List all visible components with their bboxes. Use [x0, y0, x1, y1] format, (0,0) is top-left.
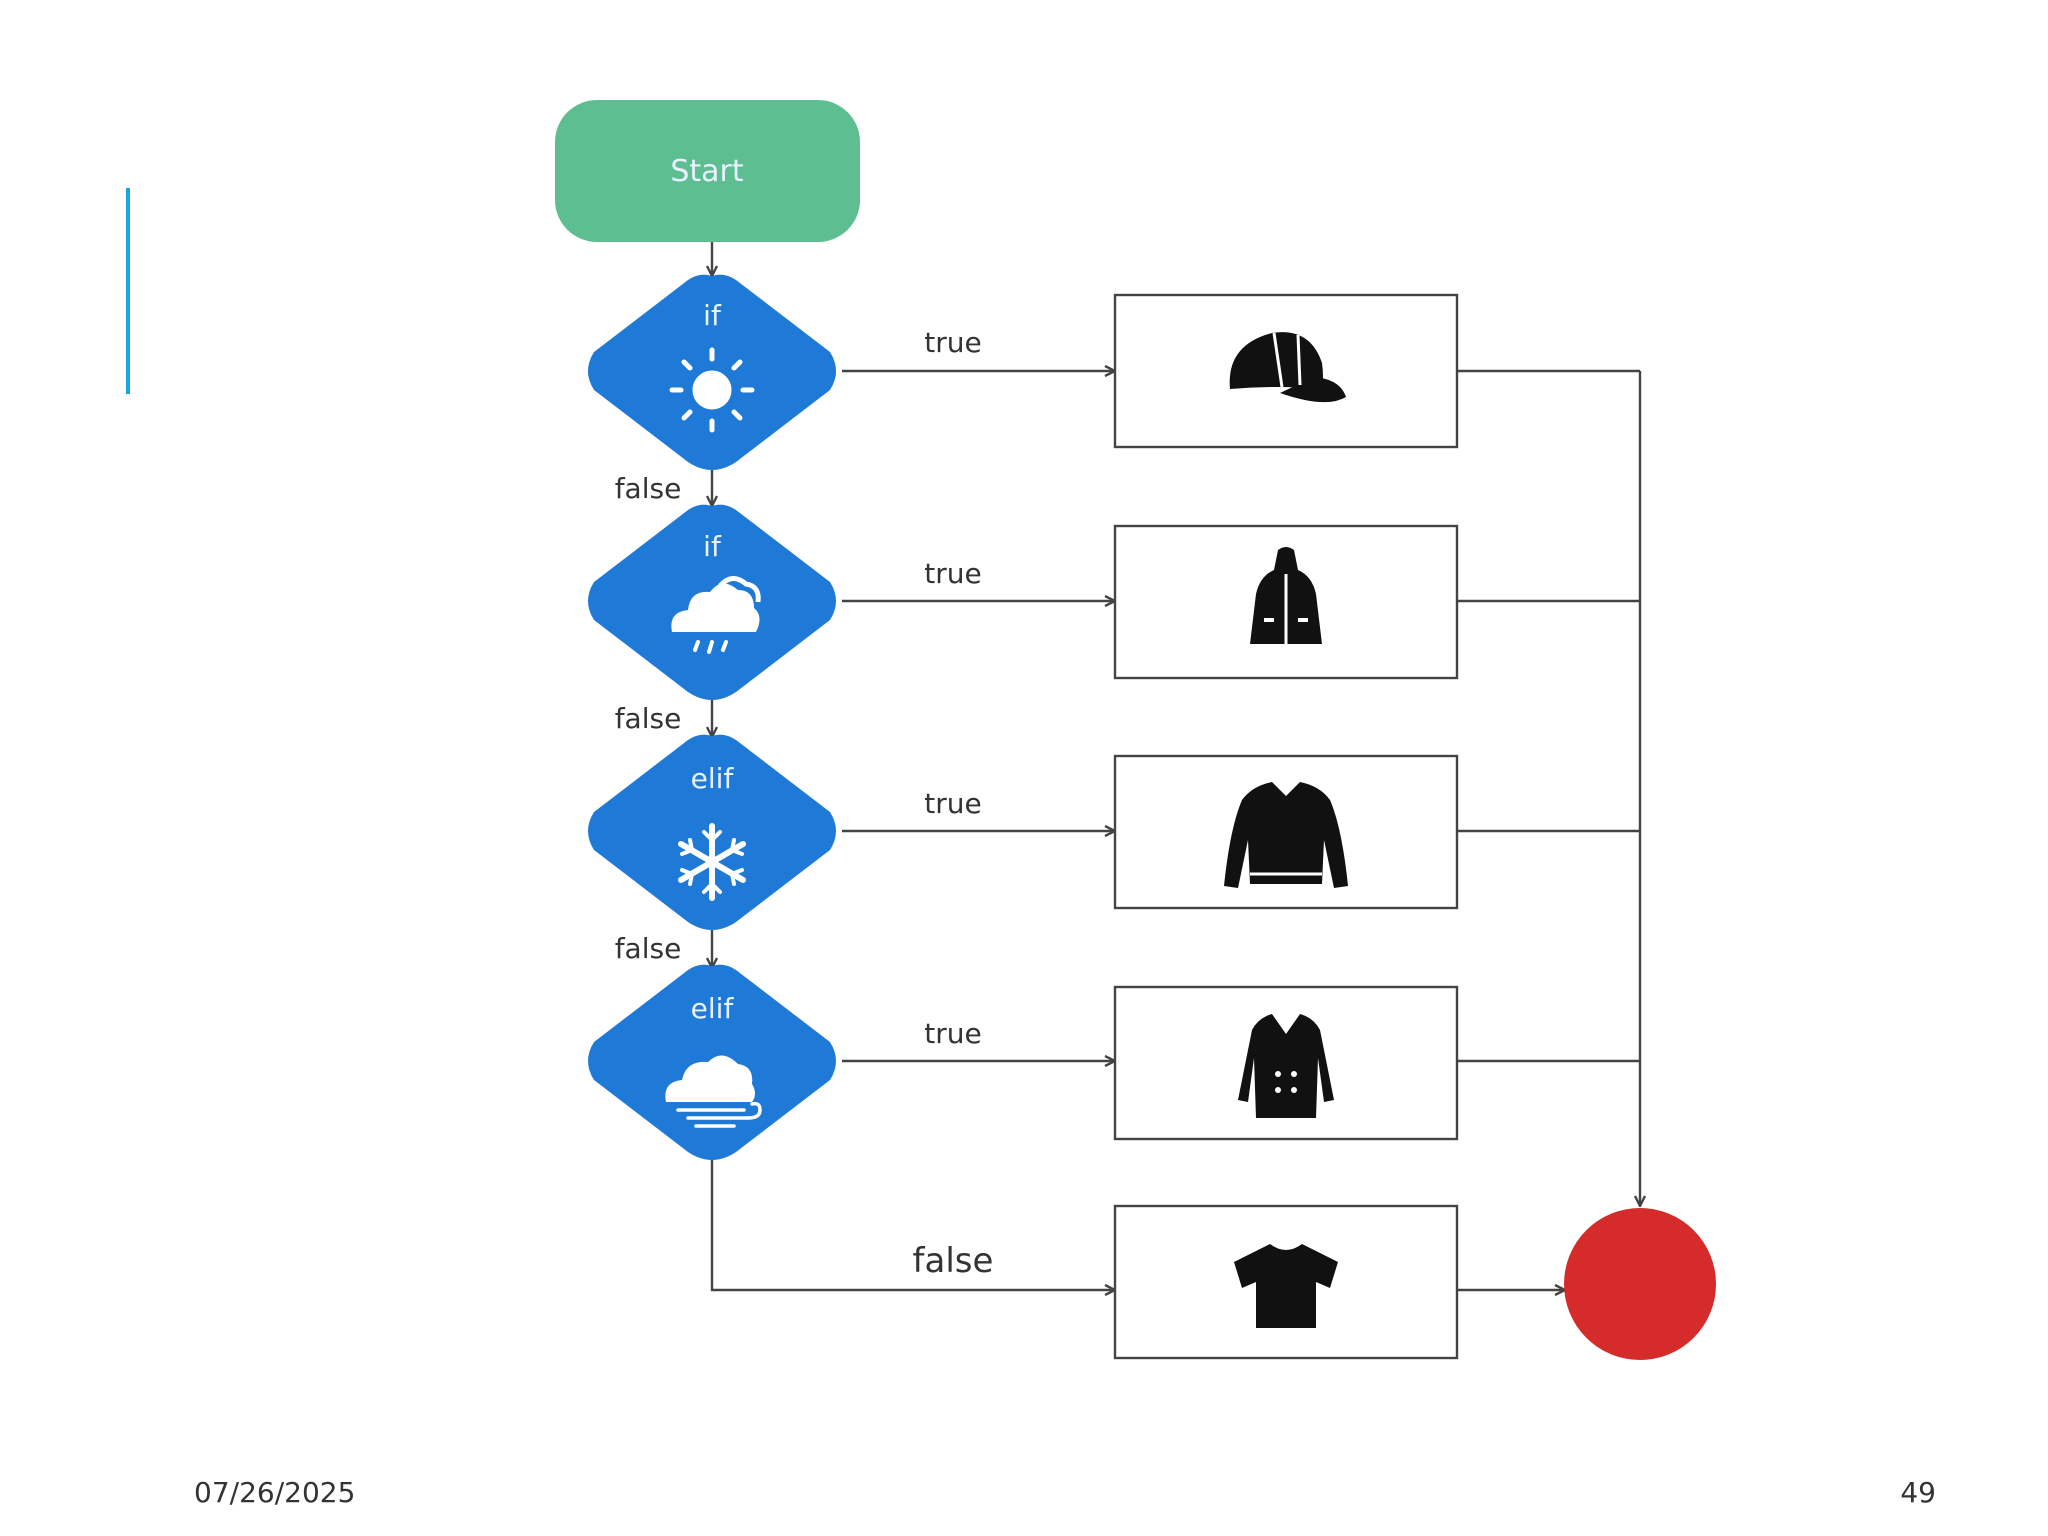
- decision-elif-windy: elif: [588, 964, 836, 1160]
- decision-keyword: if: [703, 299, 722, 332]
- rain-cloud-icon: [671, 576, 761, 654]
- decision-if-rainy: if: [588, 504, 836, 700]
- snowflake-icon: [678, 823, 746, 901]
- true-label-2: true: [924, 557, 981, 590]
- false-label-3: false: [615, 932, 682, 965]
- wind-cloud-icon: [665, 1055, 762, 1128]
- decision-keyword: elif: [691, 992, 735, 1025]
- true-label-1: true: [924, 326, 981, 359]
- sun-icon: [669, 347, 755, 433]
- decision-if-sunny: if: [588, 274, 836, 470]
- else-false-label: false: [913, 1241, 994, 1281]
- coat-icon: [1238, 1014, 1334, 1118]
- cap-icon: [1229, 332, 1346, 403]
- decision-elif-snowy: elif: [588, 734, 836, 930]
- arrow-elif2-false: [710, 1160, 1115, 1290]
- start-label: Start: [670, 154, 744, 189]
- decision-keyword: if: [703, 530, 722, 563]
- true-label-3: true: [924, 787, 981, 820]
- tshirt-icon: [1234, 1244, 1338, 1328]
- slide-accent-bar: [126, 188, 130, 394]
- false-label-1: false: [615, 472, 682, 505]
- false-label-2: false: [615, 702, 682, 735]
- slide-page-number: 49: [1900, 1476, 1936, 1509]
- start-node: Start: [555, 100, 860, 242]
- slide-date: 07/26/2025: [194, 1476, 356, 1509]
- decision-keyword: elif: [691, 762, 735, 795]
- sweater-icon: [1224, 782, 1348, 888]
- end-node: [1564, 1208, 1716, 1360]
- raincoat-icon: [1250, 547, 1322, 644]
- true-label-4: true: [924, 1017, 981, 1050]
